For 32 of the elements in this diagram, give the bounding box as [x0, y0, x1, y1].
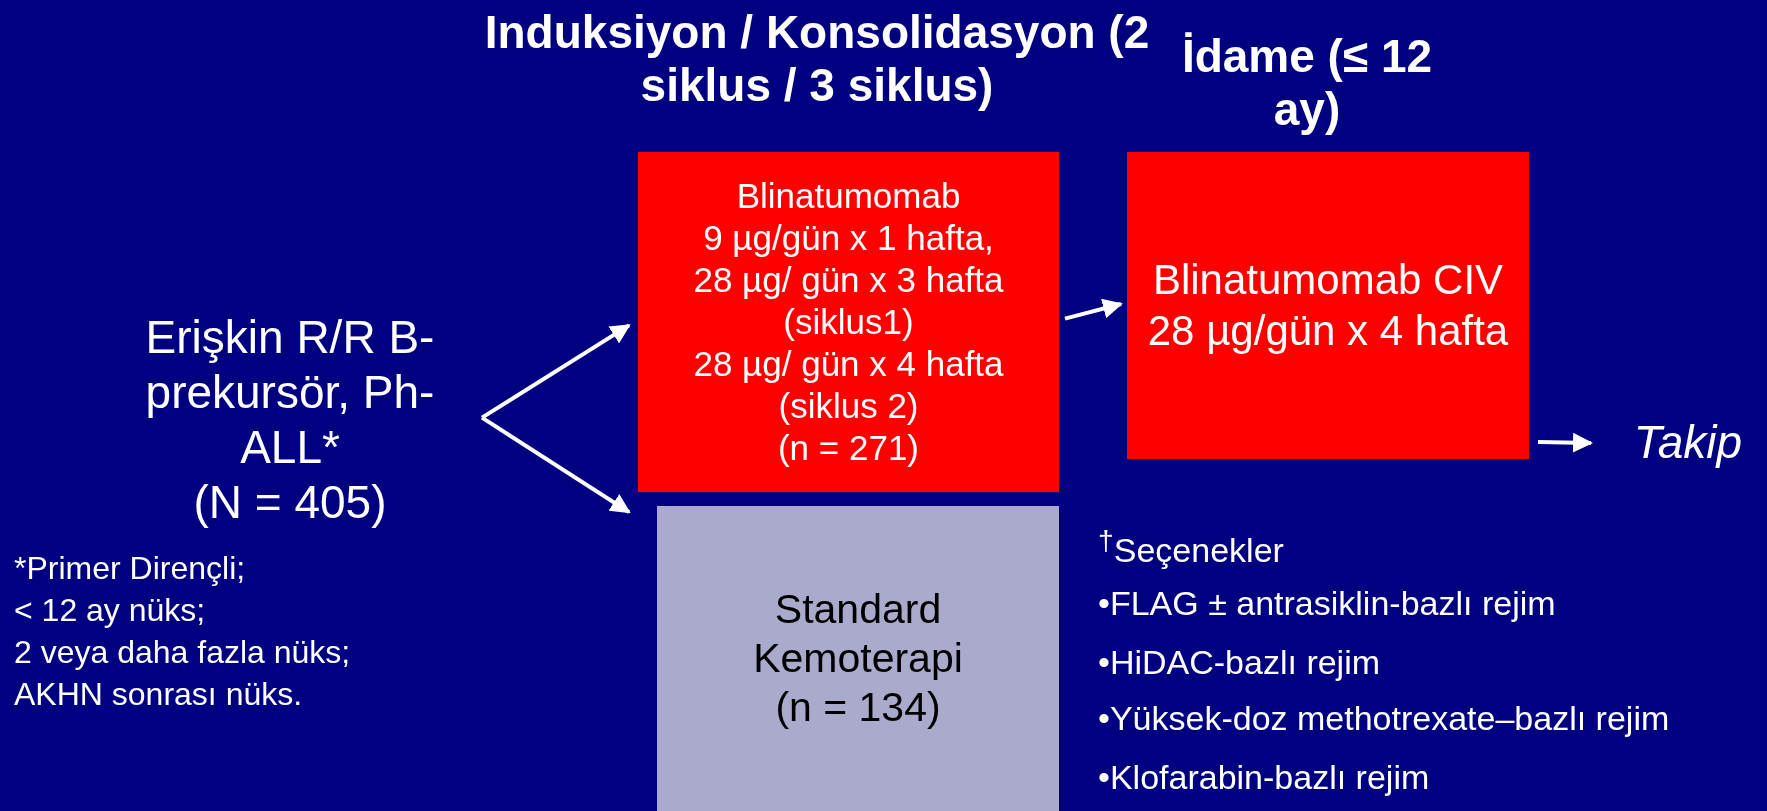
node-text: 28 µg/gün x 4 hafta — [1147, 305, 1509, 356]
arrow — [1064, 298, 1123, 321]
arrow — [1537, 432, 1593, 453]
node-text: Standard Kemoterapi — [752, 584, 964, 683]
node-text: Blinatumomab — [736, 175, 961, 217]
node-text: 9 µg/gün x 1 hafta, — [703, 217, 994, 259]
node-text: 28 µg/ gün x 4 hafta — [693, 343, 1004, 385]
arrow — [480, 415, 631, 514]
node-text: (n = 134) — [775, 683, 941, 733]
node-text: (siklus 2) — [778, 385, 919, 427]
note-text: •HiDAC-bazlı rejim — [1098, 642, 1381, 683]
note-text: •Yüksek-doz methotrexate–bazlı rejim — [1098, 698, 1670, 739]
note-text: AKHN sonrası nüks. — [14, 675, 303, 714]
note-text: *Primer Dirençli; — [14, 549, 246, 588]
heading: İdame (≤ 12 ay) — [1180, 30, 1434, 136]
note-text: $^{†}$Seçenekler — [1098, 523, 1284, 572]
process-box — [638, 152, 1059, 492]
note-text: < 12 ay nüks; — [14, 591, 206, 630]
note-text: •Klofarabin-bazlı rejim — [1098, 757, 1430, 798]
node-text: Erişkin R/R B-prekursör, Ph-ALL* — [144, 309, 436, 475]
arrow — [480, 323, 631, 420]
process-box — [657, 506, 1059, 811]
heading: Induksiyon / Konsolidasyon (2 siklus / 3 siklus) — [483, 6, 1151, 112]
process-box — [1127, 152, 1529, 459]
node-text: 28 µg/ gün x 3 hafta — [693, 259, 1004, 301]
note-text: 2 veya daha fazla nüks; — [14, 633, 351, 672]
node-text: (siklus1) — [783, 301, 914, 343]
node-text: Takip — [1633, 415, 1743, 471]
node-text: Blinatumomab CIV — [1152, 255, 1504, 306]
note-text: •FLAG ± antrasiklin-bazlı rejim — [1098, 583, 1556, 624]
node-text: (n = 271) — [777, 427, 920, 469]
node-text: (N = 405) — [193, 475, 387, 531]
